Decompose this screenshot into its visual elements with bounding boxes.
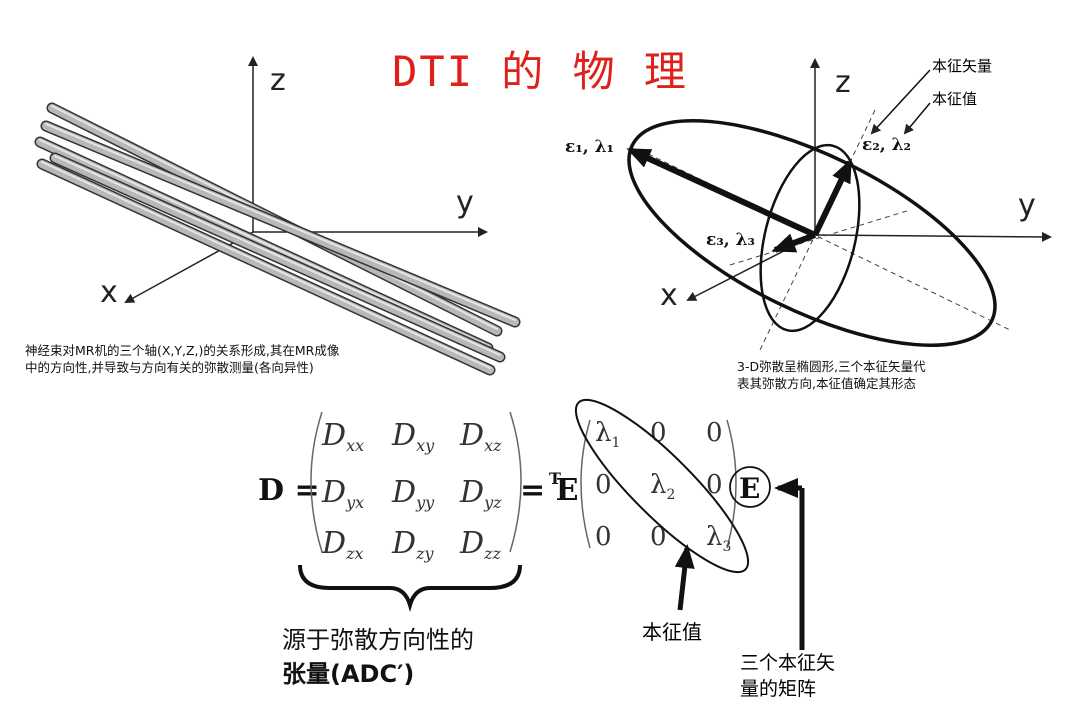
diag-cell: λ1 bbox=[595, 418, 620, 451]
right-axis-y-label: y bbox=[1018, 188, 1036, 223]
diag-cell: 0 bbox=[650, 418, 667, 448]
diag-cell: 0 bbox=[595, 470, 612, 500]
ellipsoid-cross-section bbox=[759, 143, 861, 333]
eigenvector-1-arrow bbox=[626, 147, 817, 238]
eigenvector-3-arrow bbox=[771, 232, 817, 253]
tensor-cell: Dyy bbox=[391, 475, 435, 512]
eigenvector-matrix-label: 三个本征矢 量的矩阵 bbox=[740, 650, 835, 702]
eigenvector-2-arrow bbox=[812, 158, 853, 237]
matrix-label-line1: 三个本征矢 bbox=[740, 652, 836, 674]
tensor-left-paren bbox=[310, 411, 323, 553]
tensor-cell: Dzy bbox=[391, 526, 434, 563]
eigenvector-matrix-circle bbox=[729, 466, 771, 508]
left-x-axis bbox=[124, 231, 254, 303]
diag-cell: 0 bbox=[650, 522, 667, 552]
diag-cell: 0 bbox=[706, 418, 723, 448]
right-axis-x-label: x bbox=[660, 278, 678, 313]
tensor-right-paren bbox=[509, 411, 522, 553]
principal-axis-1 bbox=[639, 149, 1011, 331]
tensor-cell: Dyx bbox=[321, 475, 364, 512]
equation-equals-E: = E bbox=[520, 473, 578, 508]
nerve-fiber bbox=[49, 152, 506, 363]
diagonal-highlight-ellipse bbox=[574, 398, 750, 574]
principal-axis-3 bbox=[729, 209, 911, 266]
right-caption-line2: 表其弥散方向,本征值确定其形态 bbox=[737, 376, 916, 391]
tensor-brace bbox=[298, 564, 522, 613]
right-caption-line1: 3-D弥散呈椭圆形,三个本征矢量代 bbox=[737, 359, 926, 374]
diag-right-paren bbox=[726, 419, 737, 549]
eigenvector-pointer bbox=[870, 69, 931, 135]
tensor-cell: Dxx bbox=[321, 418, 364, 455]
page-title: DTI 的 物 理 bbox=[392, 47, 688, 96]
diag-left-paren bbox=[580, 419, 591, 549]
right-ellipsoid-diagram: z y x ε₁, λ₁ ε₂, λ₂ ε₃, λ₃ bbox=[565, 58, 1052, 351]
eigenvalue-top-label: 本征值 bbox=[932, 90, 978, 108]
right-y-axis bbox=[814, 231, 1052, 242]
left-caption-line2: 中的方向性,并导致与方向有关的弥散测量(各向异性) bbox=[25, 360, 314, 375]
matrix-label-line2: 量的矩阵 bbox=[740, 678, 817, 700]
label-e2: ε₂, λ₂ bbox=[862, 135, 911, 155]
tensor-cell: Dzx bbox=[321, 526, 364, 563]
left-caption-line1: 神经束对MR机的三个轴(X,Y,Z,)的关系形成,其在MR成像 bbox=[25, 343, 340, 358]
nerve-fiber-bundle bbox=[34, 102, 521, 376]
diag-cell: 0 bbox=[706, 470, 723, 500]
label-e1: ε₁, λ₁ bbox=[565, 137, 614, 157]
tensor-label-line1: 源于弥散方向性的 bbox=[282, 626, 474, 654]
eigenvalue-bottom-label: 本征值 bbox=[642, 620, 702, 644]
tensor-cell: Dxy bbox=[391, 418, 435, 455]
eigenvalue-bottom-arrow bbox=[674, 544, 695, 611]
diag-cell: λ2 bbox=[650, 470, 675, 503]
left-axis-x-label: x bbox=[100, 275, 118, 310]
equation-lhs: D = bbox=[258, 473, 320, 508]
diag-cell: λ3 bbox=[706, 522, 731, 555]
diag-cell: 0 bbox=[595, 522, 612, 552]
right-caption: 3-D弥散呈椭圆形,三个本征矢量代 表其弥散方向,本征值确定其形态 bbox=[737, 358, 997, 392]
tensor-label: 源于弥散方向性的 张量(ADC′) bbox=[282, 623, 474, 691]
tensor-label-line2: 张量(ADC′) bbox=[282, 660, 415, 688]
circled-E: E bbox=[739, 472, 760, 505]
eigenvalue-pointer bbox=[903, 102, 931, 135]
transpose-mark: T bbox=[549, 469, 561, 488]
left-axes: z y x bbox=[100, 56, 488, 310]
left-axis-y-label: y bbox=[456, 185, 474, 220]
left-axis-z-label: z bbox=[270, 63, 286, 98]
tensor-cell: Dzz bbox=[459, 526, 501, 563]
eigenvector-top-label: 本征矢量 bbox=[932, 57, 993, 75]
label-e3: ε₃, λ₃ bbox=[706, 230, 755, 250]
left-caption: 神经束对MR机的三个轴(X,Y,Z,)的关系形成,其在MR成像 中的方向性,并导… bbox=[25, 342, 425, 376]
tensor-cell: Dyz bbox=[459, 475, 502, 512]
right-axis-z-label: z bbox=[835, 65, 851, 100]
nerve-fiber bbox=[36, 158, 496, 376]
tensor-cell: Dxz bbox=[459, 418, 502, 455]
nerve-fiber bbox=[40, 120, 521, 328]
